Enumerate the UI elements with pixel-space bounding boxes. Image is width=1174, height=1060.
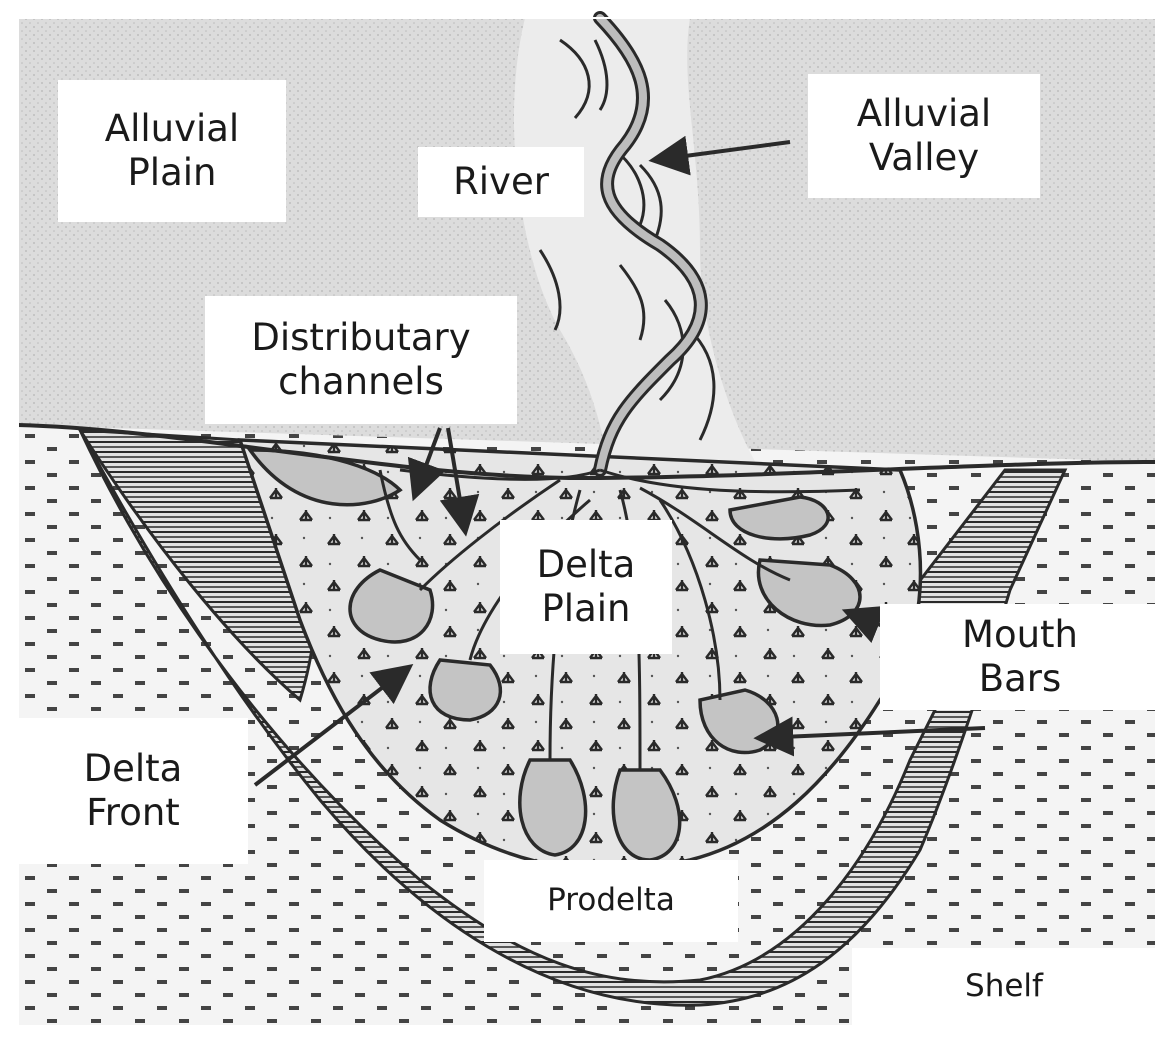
distributary-lobes bbox=[246, 448, 862, 862]
shelf-label: Shelf bbox=[852, 948, 1156, 1026]
mouth-bars-arrow-2 bbox=[753, 716, 986, 757]
delta-front-arrow bbox=[253, 663, 414, 787]
shoreline bbox=[17, 423, 1157, 481]
delta-plain-label: Delta Plain bbox=[500, 520, 672, 654]
river-label: River bbox=[418, 147, 584, 217]
distributary-channels-label: Distributary channels bbox=[205, 296, 517, 424]
alluvial-valley-area bbox=[513, 18, 760, 470]
river-water bbox=[596, 14, 705, 474]
alluvial-plain-label: Alluvial Plain bbox=[58, 80, 286, 222]
distributary-arrow-2 bbox=[439, 427, 480, 537]
figure-frame bbox=[17, 17, 1157, 1027]
delta-front-label: Delta Front bbox=[18, 718, 248, 864]
alluvial-valley-arrow bbox=[648, 135, 791, 176]
alluvial-valley-label: Alluvial Valley bbox=[808, 74, 1040, 198]
valley-scroll-lines bbox=[538, 38, 716, 441]
prodelta-label: Prodelta bbox=[484, 860, 738, 942]
distributary-arrow-1 bbox=[407, 427, 446, 502]
distributary-channel-lines bbox=[378, 468, 861, 771]
mouth-bars-label: Mouth Bars bbox=[880, 604, 1160, 710]
